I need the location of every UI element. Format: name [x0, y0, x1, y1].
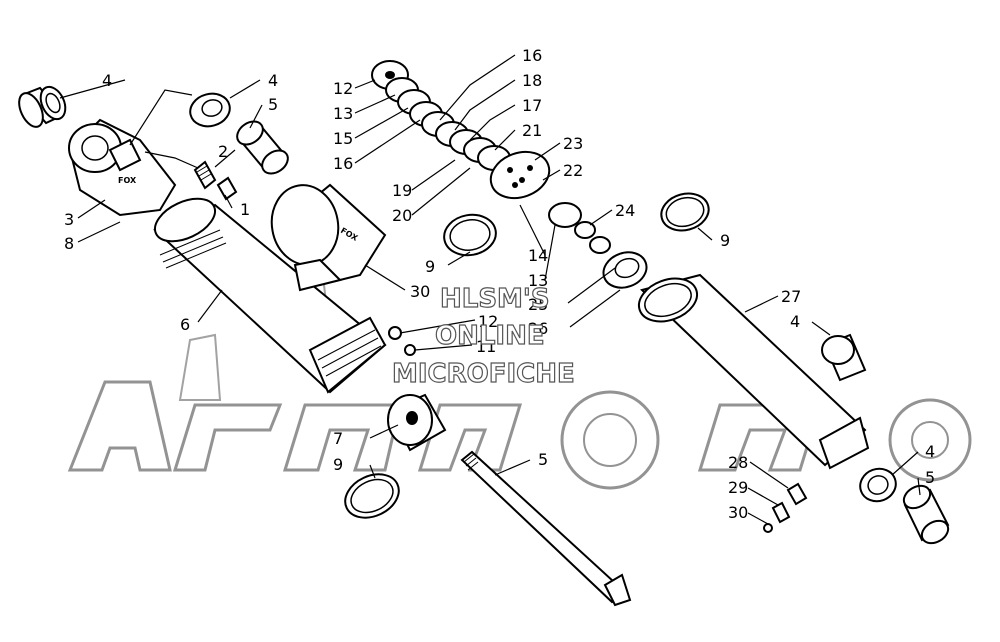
part-seal-9-mid [443, 213, 497, 257]
part-bushing-4-topmid [189, 92, 231, 128]
watermark-logo [67, 209, 972, 490]
callout-22: 23 [563, 134, 583, 153]
part-bearing-8 [387, 393, 447, 452]
part-seal-9-bottom [344, 473, 400, 519]
part-valve-1 [216, 176, 238, 201]
watermark-line-2: ONLINE [435, 321, 545, 351]
callout-24: 25 [528, 295, 548, 314]
part-stack-shims [371, 60, 511, 171]
callout-10: 11 [476, 337, 496, 356]
callout-12: 12 [333, 79, 353, 98]
part-ball-11 [388, 326, 402, 340]
callout-28: 29 [728, 478, 748, 497]
callout-2: 2 [218, 142, 228, 161]
callout-9: 9 [720, 231, 730, 250]
watermark-line-3: MICROFICHE [392, 359, 575, 389]
brand-mark-eye: FOX [118, 176, 137, 185]
callout-9: 9 [425, 257, 435, 276]
callout-15: 16 [333, 154, 353, 173]
part-bushing-4-rightmid [821, 333, 867, 382]
callout-4: 4 [102, 71, 112, 90]
callout-7: 5 [538, 450, 548, 469]
part-body-tube-6 [153, 197, 387, 394]
callout-6: 6 [180, 315, 190, 334]
part-cap-24 [602, 251, 648, 289]
part-bushing-4-bottomright [859, 467, 897, 503]
part-washer-12-lower [548, 202, 582, 228]
callout-5: 5 [925, 468, 935, 487]
part-ball-29 [763, 523, 773, 533]
callout-20: 21 [522, 121, 542, 140]
callout-16: 16 [522, 46, 542, 65]
callout-13: 13 [333, 104, 353, 123]
callout-labels: 4 4 5 2 1 3 8 6 30 12 11 12 13 15 16 16 … [64, 46, 935, 522]
part-shaft-7 [460, 450, 632, 607]
callout-16: 17 [522, 96, 542, 115]
part-reservoir-30: FOX [270, 183, 387, 292]
callout-18: 19 [392, 181, 412, 200]
part-screw-28 [771, 501, 791, 524]
watermark-text: HLSM'S ONLINE MICROFICHE [391, 283, 575, 389]
callout-26: 27 [781, 287, 801, 306]
callout-23: 24 [615, 201, 635, 220]
callout-19: 20 [392, 206, 412, 225]
part-fitting-2 [193, 160, 217, 190]
part-bushing-4-topleft [18, 85, 67, 128]
part-washer-23 [574, 221, 611, 254]
callout-27: 28 [728, 453, 748, 472]
part-tube-26 [637, 273, 870, 470]
leader-lines [59, 54, 921, 525]
callout-9: 9 [333, 455, 343, 474]
callout-21: 22 [563, 161, 583, 180]
callout-5: 5 [268, 95, 278, 114]
callout-9: 8 [64, 234, 74, 253]
callout-3: 3 [64, 210, 74, 229]
callout-25: 26 [528, 319, 548, 338]
callout-17: 18 [522, 71, 542, 90]
callout-30: 30 [410, 282, 430, 301]
callout-11: 12 [478, 312, 498, 331]
callout-4: 4 [268, 71, 278, 90]
callout-14: 15 [333, 129, 353, 148]
part-eye-mount-3: FOX [68, 118, 177, 217]
callout-12: 13 [528, 271, 548, 290]
watermark-line-1: HLSM'S [440, 284, 550, 314]
part-sleeve-5-top [236, 120, 289, 175]
callout-1: 1 [240, 200, 250, 219]
callout-4: 4 [925, 442, 935, 461]
callout-29: 30 [728, 503, 748, 522]
callout-8: 7 [333, 429, 343, 448]
callout-4: 4 [790, 312, 800, 331]
part-sleeve-5-bottom [902, 484, 950, 545]
part-piston-21 [489, 150, 551, 200]
part-seal-9-right [660, 192, 710, 232]
callout-13: 14 [528, 246, 548, 265]
part-ball-10 [404, 344, 416, 356]
part-plug-27 [786, 482, 808, 506]
